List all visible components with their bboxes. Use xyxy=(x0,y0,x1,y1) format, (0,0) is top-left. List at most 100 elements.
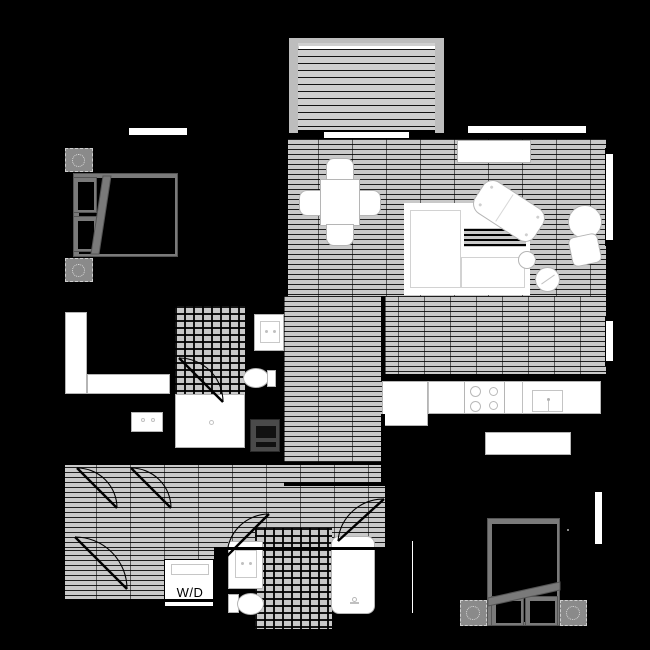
bathtub-drain xyxy=(352,597,357,602)
wall-entry-midbottom xyxy=(214,547,385,550)
door-bath-two[interactable] xyxy=(225,512,285,562)
coffee-table-slat-1 xyxy=(464,229,526,231)
bedroom2-window-right-cap-top xyxy=(594,487,603,492)
fixture-tv-console[interactable] xyxy=(457,140,531,163)
room-kitchen-floor xyxy=(385,296,606,374)
sofa-divider xyxy=(461,257,462,288)
wall-entry-bottom xyxy=(62,599,217,602)
washer-dryer-drawer xyxy=(171,564,209,575)
bed-two-pillow-right xyxy=(525,596,558,626)
door-bedroom-one[interactable] xyxy=(73,466,133,516)
room-bath-one-floor xyxy=(175,306,245,394)
bedroom1-window-top[interactable] xyxy=(124,127,192,136)
vanity-one-tap-right xyxy=(273,330,276,333)
fixture-range-cooktop[interactable] xyxy=(464,381,505,414)
fixture-shower-one[interactable] xyxy=(175,394,245,448)
bedroom2-window-right-cap-bottom xyxy=(594,544,603,549)
balcony-rail-detail xyxy=(299,46,435,49)
door-bath-one[interactable] xyxy=(177,356,237,416)
fixture-closet-shelving[interactable] xyxy=(65,312,170,394)
wall-entry-top xyxy=(62,462,385,465)
range-hood-marker xyxy=(466,374,503,381)
living-window-right-lower-cap-bottom xyxy=(605,361,614,366)
fixture-refrigerator[interactable] xyxy=(382,381,428,426)
burner-front-right xyxy=(489,387,498,396)
bed-two-nightstand-right-lamp xyxy=(566,606,580,620)
fixture-toilet-two[interactable] xyxy=(228,592,264,616)
bed-two-nightstand-left-lamp xyxy=(466,606,480,620)
bed-two-pillow-left-void xyxy=(496,601,521,623)
closet-cabinet-knob-right xyxy=(151,418,155,422)
shower-one-drain xyxy=(209,420,214,425)
washer-dryer-label: W/D xyxy=(176,585,204,600)
bed-one-pillow-lower-void xyxy=(78,221,94,249)
kitchen-counter-seam-2 xyxy=(522,381,523,414)
living-window-right-upper[interactable] xyxy=(605,148,614,246)
kitchen-sink-drain xyxy=(547,398,550,401)
burner-front-left xyxy=(470,386,481,397)
burner-back-left xyxy=(470,401,481,412)
door-bedroom-two[interactable] xyxy=(334,497,402,555)
dining-chair-south[interactable] xyxy=(326,224,354,246)
fixture-bed-one-group xyxy=(65,148,178,282)
wall-living-left xyxy=(284,139,288,296)
fixture-linen-cabinet[interactable] xyxy=(250,419,280,452)
dining-chair-west[interactable] xyxy=(299,190,321,216)
fixture-closet-base-cabinet[interactable] xyxy=(131,412,163,432)
toilet-one-tank xyxy=(267,370,276,387)
bed-one-pillow-upper xyxy=(73,177,97,213)
door-closet[interactable] xyxy=(127,466,187,516)
fixture-dining-table-group xyxy=(299,157,381,247)
linen-cabinet-shelf-2 xyxy=(256,442,276,447)
balcony-slider-cap-right xyxy=(409,131,415,139)
fixture-accent-chair-circle[interactable] xyxy=(568,205,602,239)
sofa-chaise-outline xyxy=(461,257,525,288)
bed-one-frame[interactable] xyxy=(73,173,178,257)
sofa-seat-outline xyxy=(410,210,461,288)
balcony-slider-cap-left xyxy=(318,131,324,139)
closet-shelf-vertical xyxy=(65,312,87,394)
dining-table-top[interactable] xyxy=(320,179,360,226)
fixture-accent-chair-round[interactable] xyxy=(567,529,569,531)
balcony-wall-top xyxy=(289,38,444,43)
dining-chair-east[interactable] xyxy=(359,190,381,216)
bathtub-faucet xyxy=(350,602,359,604)
kitchen-counter-seam-1 xyxy=(428,381,429,414)
fixture-accent-chair-square[interactable] xyxy=(567,232,603,268)
living-window-top-cap-right xyxy=(586,125,592,134)
bed-two-pillow-right-void xyxy=(530,601,555,623)
wall-hall-right xyxy=(381,414,385,486)
room-hall-floor-upper xyxy=(284,296,385,486)
vanity-two-tap-left xyxy=(241,562,244,565)
coffee-table-slat-4 xyxy=(464,244,526,246)
fixture-kitchen-sink[interactable] xyxy=(532,390,563,412)
balcony-wall-left xyxy=(289,38,298,133)
burner-back-right xyxy=(489,401,498,410)
bed-one-nightstand-top[interactable] xyxy=(65,148,93,172)
living-window-right-upper-cap-top xyxy=(605,148,614,154)
coffee-table-slat-3 xyxy=(464,239,526,241)
fixture-ottoman-round[interactable] xyxy=(518,251,536,269)
room-bath-two-floor xyxy=(255,528,332,629)
dining-chair-north[interactable] xyxy=(326,158,354,180)
fixture-vanity-one[interactable] xyxy=(254,314,284,351)
toilet-one-bowl xyxy=(243,368,269,388)
balcony-wall-right xyxy=(435,38,444,133)
living-window-right-lower[interactable] xyxy=(605,316,614,366)
closet-cabinet-knob-left xyxy=(141,418,145,422)
wall-entry-left xyxy=(62,462,65,602)
living-window-right-upper-cap-bottom xyxy=(605,240,614,246)
bedroom2-window-right[interactable] xyxy=(594,487,603,549)
bedroom1-window-top-cap-left xyxy=(124,127,129,136)
fixture-bed-two-group xyxy=(460,518,587,626)
living-window-top[interactable] xyxy=(462,125,592,134)
door-entry[interactable] xyxy=(73,535,143,605)
fixture-kitchen-island[interactable] xyxy=(485,432,571,455)
door-bedroom-two-leaf[interactable] xyxy=(411,541,414,613)
linen-cabinet-shelf-1 xyxy=(256,426,276,438)
bed-two-nightstand-right[interactable] xyxy=(560,600,587,626)
fixture-toilet-one[interactable] xyxy=(243,367,276,389)
living-window-top-cap-left xyxy=(462,125,468,134)
balcony-slider-door[interactable] xyxy=(318,131,415,139)
